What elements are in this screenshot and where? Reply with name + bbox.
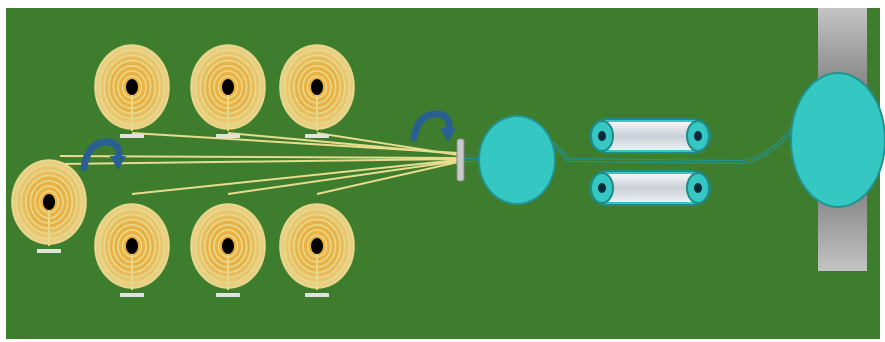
- coil-hub: [222, 79, 234, 95]
- concentric-coil-icon: [94, 203, 170, 297]
- concentric-coil-icon: [279, 44, 355, 138]
- concentric-coil-icon: [190, 203, 266, 297]
- coil-base: [37, 249, 61, 253]
- supply-coils: [11, 44, 355, 297]
- coil-hub: [126, 79, 138, 95]
- coil-base: [305, 293, 329, 297]
- coil-base: [120, 293, 144, 297]
- roller-axle: [598, 131, 606, 141]
- guide-bar-icon: [456, 138, 465, 182]
- coil-base: [216, 134, 240, 138]
- coil-base: [216, 293, 240, 297]
- roller-axle: [694, 183, 702, 193]
- coil-hub: [311, 79, 323, 95]
- concentric-coil-icon: [190, 44, 266, 138]
- coil-hub: [222, 238, 234, 254]
- concentric-coil-icon: [94, 44, 170, 138]
- arrow-head-icon: [440, 128, 456, 142]
- feed-drum: [478, 115, 556, 205]
- coil-hub: [311, 238, 323, 254]
- curved-arrow-icon: [410, 110, 453, 142]
- roller-core: [604, 122, 696, 150]
- thread-line: [59, 158, 459, 165]
- roller-axle: [694, 131, 702, 141]
- coil-base: [120, 134, 144, 138]
- coil-hub: [126, 238, 138, 254]
- thread-line: [316, 161, 459, 195]
- roller-icon: [589, 118, 711, 154]
- roller-core: [604, 174, 696, 202]
- thread-line: [316, 132, 459, 156]
- thread-bundle: [59, 132, 459, 195]
- concentric-coil-icon: [11, 159, 87, 253]
- roller-axle: [598, 183, 606, 193]
- curved-arrow-icon: [80, 138, 123, 172]
- arrow-head-icon: [110, 156, 126, 170]
- coil-hub: [43, 194, 55, 210]
- coil-base: [305, 134, 329, 138]
- thread-line: [227, 132, 459, 155]
- thread-line: [227, 160, 459, 195]
- concentric-coil-icon: [279, 203, 355, 297]
- roller-icon: [589, 170, 711, 206]
- thread-line: [59, 155, 459, 159]
- takeup-drum: [790, 72, 885, 208]
- thread-line: [131, 159, 459, 195]
